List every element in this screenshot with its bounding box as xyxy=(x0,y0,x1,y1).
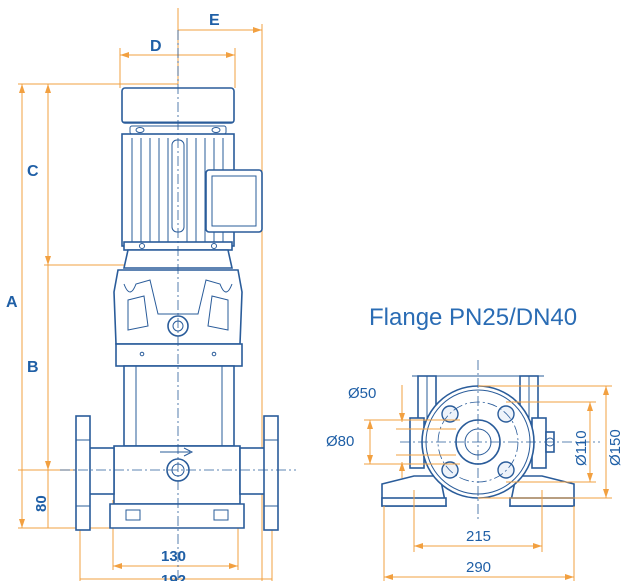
label-b: B xyxy=(27,359,39,376)
label-c: C xyxy=(27,163,39,180)
label-d50: Ø50 xyxy=(348,385,376,402)
label-80: 80 xyxy=(33,495,50,512)
label-d110: Ø110 xyxy=(573,430,590,466)
label-215: 215 xyxy=(466,528,491,545)
label-e: E xyxy=(209,12,220,29)
label-d80: Ø80 xyxy=(326,433,354,450)
pump-front-view xyxy=(60,30,296,581)
label-a: A xyxy=(6,294,18,311)
label-192: 192 xyxy=(161,572,186,581)
flange-detail-view xyxy=(381,360,600,520)
label-290: 290 xyxy=(466,559,491,576)
flange-dimension-lines xyxy=(364,385,612,581)
label-d150: Ø150 xyxy=(607,429,624,466)
label-130: 130 xyxy=(161,548,186,565)
label-d: D xyxy=(150,38,162,55)
flange-title: Flange PN25/DN40 xyxy=(369,304,577,331)
